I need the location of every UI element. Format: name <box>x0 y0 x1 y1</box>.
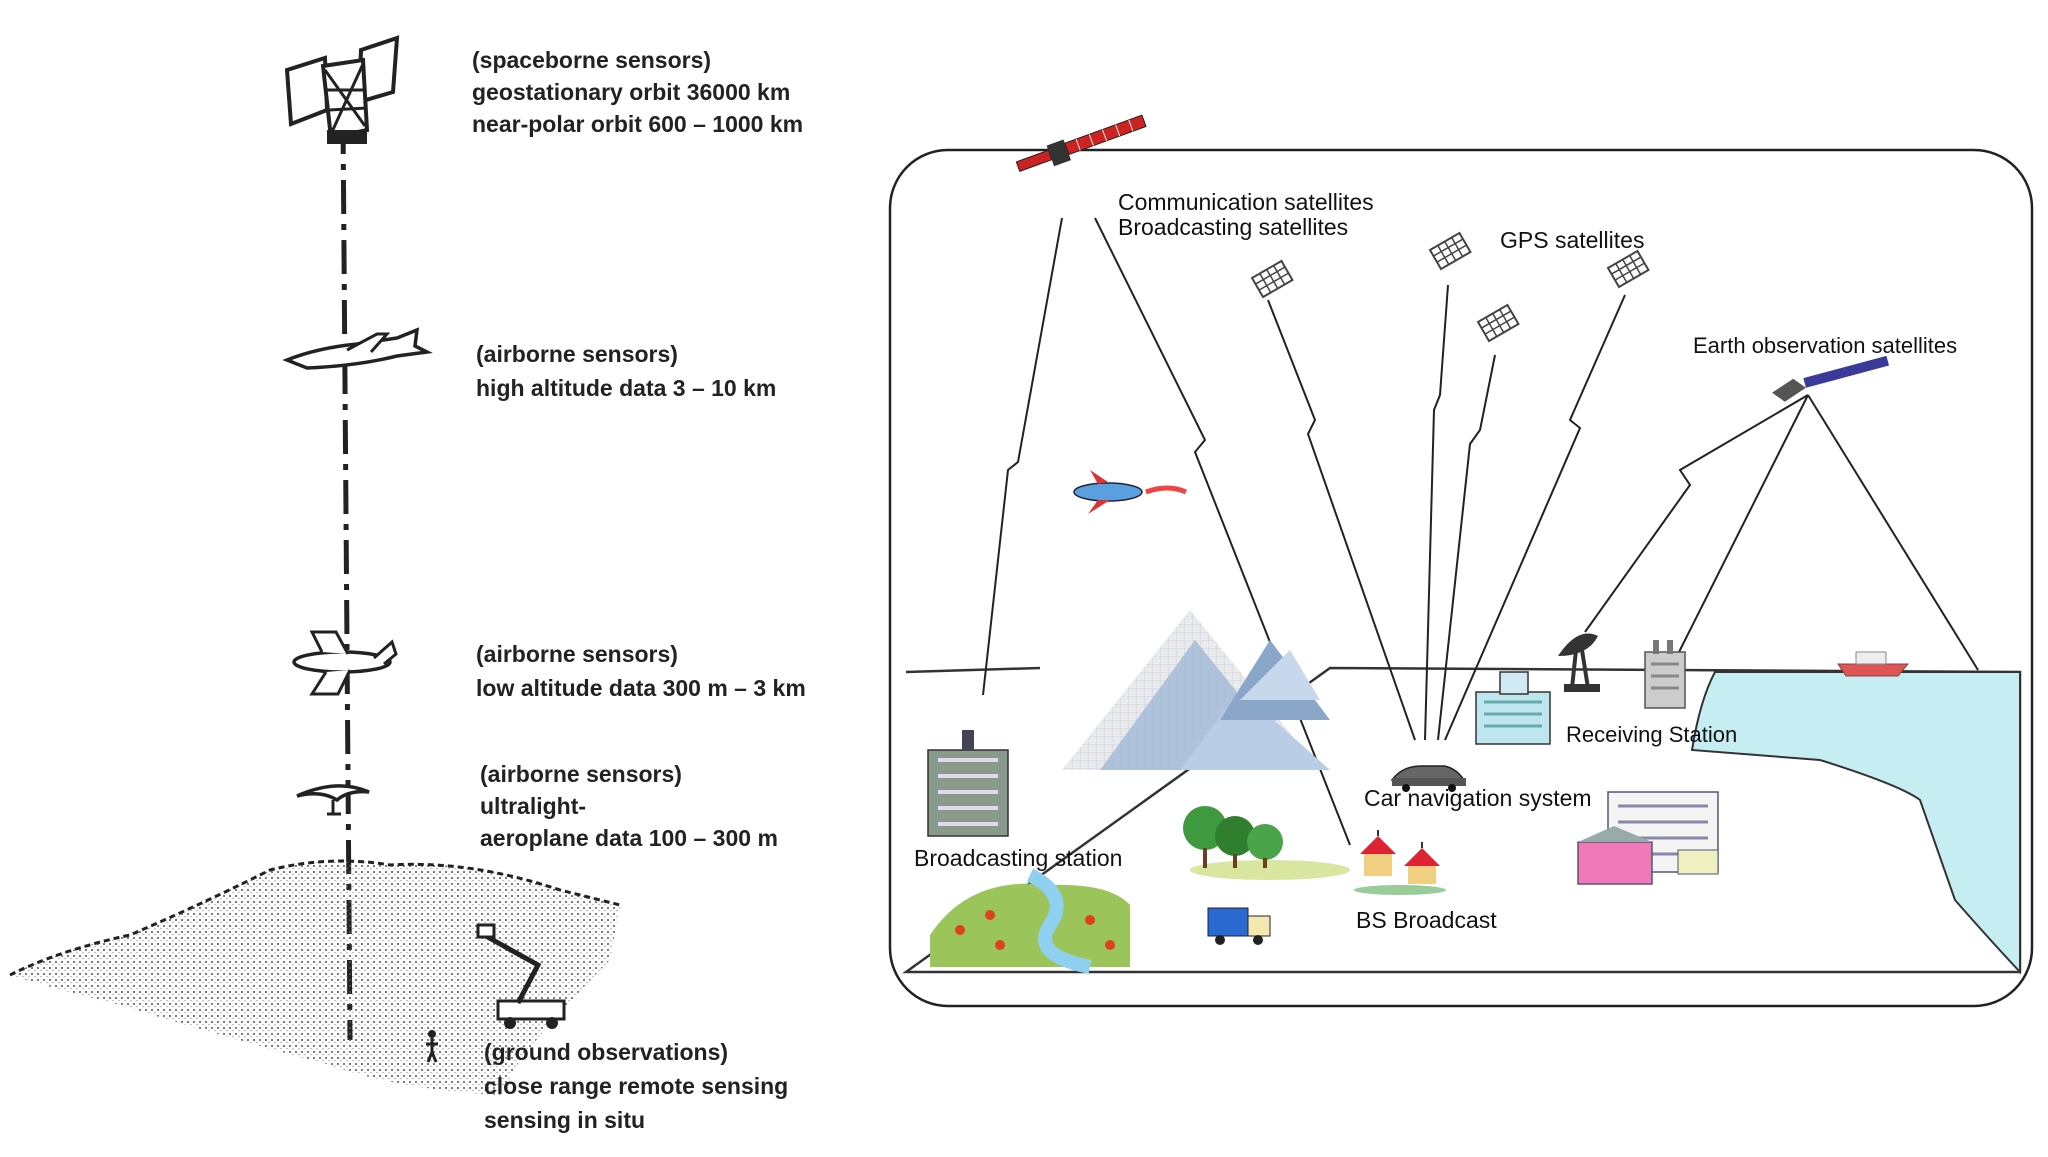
gps-satellites-label: GPS satellites <box>1500 227 1644 253</box>
airborne-high-line2: high altitude data 3 – 10 km <box>476 375 776 401</box>
spaceborne-line3: near-polar orbit 600 – 1000 km <box>472 111 803 137</box>
city-buildings-icon <box>1475 671 1551 745</box>
ultralight-line2: ultralight- <box>480 793 586 819</box>
label-airborne-low: (airborne sensors) low altitude data 300… <box>476 641 806 701</box>
ground-line1: (ground observations) <box>484 1039 728 1065</box>
ground-line2: close range remote sensing <box>484 1073 788 1099</box>
signal-comm-to-broadcast <box>982 217 1063 696</box>
label-ground: (ground observations) close range remote… <box>484 1039 788 1133</box>
truck-icon <box>1207 907 1271 945</box>
signal-gps4-to-car <box>1444 294 1626 741</box>
office-building-icon <box>1577 791 1719 885</box>
label-airborne-ultralight: (airborne sensors) ultralight- aeroplane… <box>480 761 778 851</box>
airborne-low-line2: low altitude data 300 m – 3 km <box>476 675 806 701</box>
broadcasting-satellites-label: Broadcasting satellites <box>1118 214 1348 240</box>
earth-observation-satellites-label: Earth observation satellites <box>1693 333 1957 358</box>
ultralight-icon <box>296 784 370 816</box>
receiving-dish-icon <box>1558 633 1600 692</box>
jet-icon <box>282 327 433 370</box>
airplane-icon <box>1073 470 1188 514</box>
satellite-icon <box>284 35 400 144</box>
sea-area <box>1690 671 2021 975</box>
signal-gps1-to-car <box>1267 299 1416 741</box>
car-icon <box>1390 765 1466 792</box>
right-panel: Communication satellites Broadcasting sa… <box>888 114 2034 1008</box>
bs-broadcast-label: BS Broadcast <box>1356 907 1497 933</box>
car-navigation-label: Car navigation system <box>1364 785 1592 811</box>
airborne-low-line1: (airborne sensors) <box>476 641 678 667</box>
gps-satellite-icon <box>1250 259 1294 299</box>
trees-icon <box>1183 806 1350 880</box>
bs-broadcast-houses-icon <box>1354 830 1446 895</box>
signal-eos-to-ground <box>1669 394 1809 671</box>
factory-icon <box>1644 640 1686 709</box>
signal-gps3-to-car <box>1437 354 1496 741</box>
broadcasting-station-label: Broadcasting station <box>914 845 1122 871</box>
airborne-high-line1: (airborne sensors) <box>476 341 678 367</box>
ship-icon <box>1837 651 1910 677</box>
propeller-plane-icon <box>292 630 398 696</box>
panel-frame <box>888 148 2034 1008</box>
earth-observation-satellite-icon <box>1772 355 1890 402</box>
gps-satellite-icon <box>1428 231 1472 271</box>
label-spaceborne: (spaceborne sensors) geostationary orbit… <box>472 47 803 137</box>
receiving-station-label: Receiving Station <box>1566 722 1737 747</box>
cherry-picker-truck-icon <box>476 923 566 1029</box>
ground-line3: sensing in situ <box>484 1107 645 1133</box>
gps-satellite-icon <box>1606 249 1650 289</box>
ultralight-line1: (airborne sensors) <box>480 761 682 787</box>
person-icon <box>426 1030 438 1063</box>
terrain-area <box>9 859 621 1095</box>
gps-satellite-icon <box>1476 303 1520 343</box>
communication-satellite-icon <box>1015 114 1147 172</box>
signal-eos-to-receiver <box>1584 394 1809 633</box>
mountains-icon <box>1062 610 1330 770</box>
signal-eos-to-sea <box>1807 394 1979 671</box>
left-panel: (spaceborne sensors) geostationary orbit… <box>9 35 806 1133</box>
spaceborne-line2: geostationary orbit 36000 km <box>472 79 790 105</box>
spaceborne-line1: (spaceborne sensors) <box>472 47 711 73</box>
ultralight-line3: aeroplane data 100 – 300 m <box>480 825 778 851</box>
label-airborne-high: (airborne sensors) high altitude data 3 … <box>476 341 776 401</box>
broadcasting-station-building-icon <box>927 730 1009 837</box>
signal-gps2-to-car <box>1424 284 1449 741</box>
comm-satellites-label: Communication satellites <box>1118 189 1374 215</box>
fields-river-icon <box>930 868 1130 974</box>
